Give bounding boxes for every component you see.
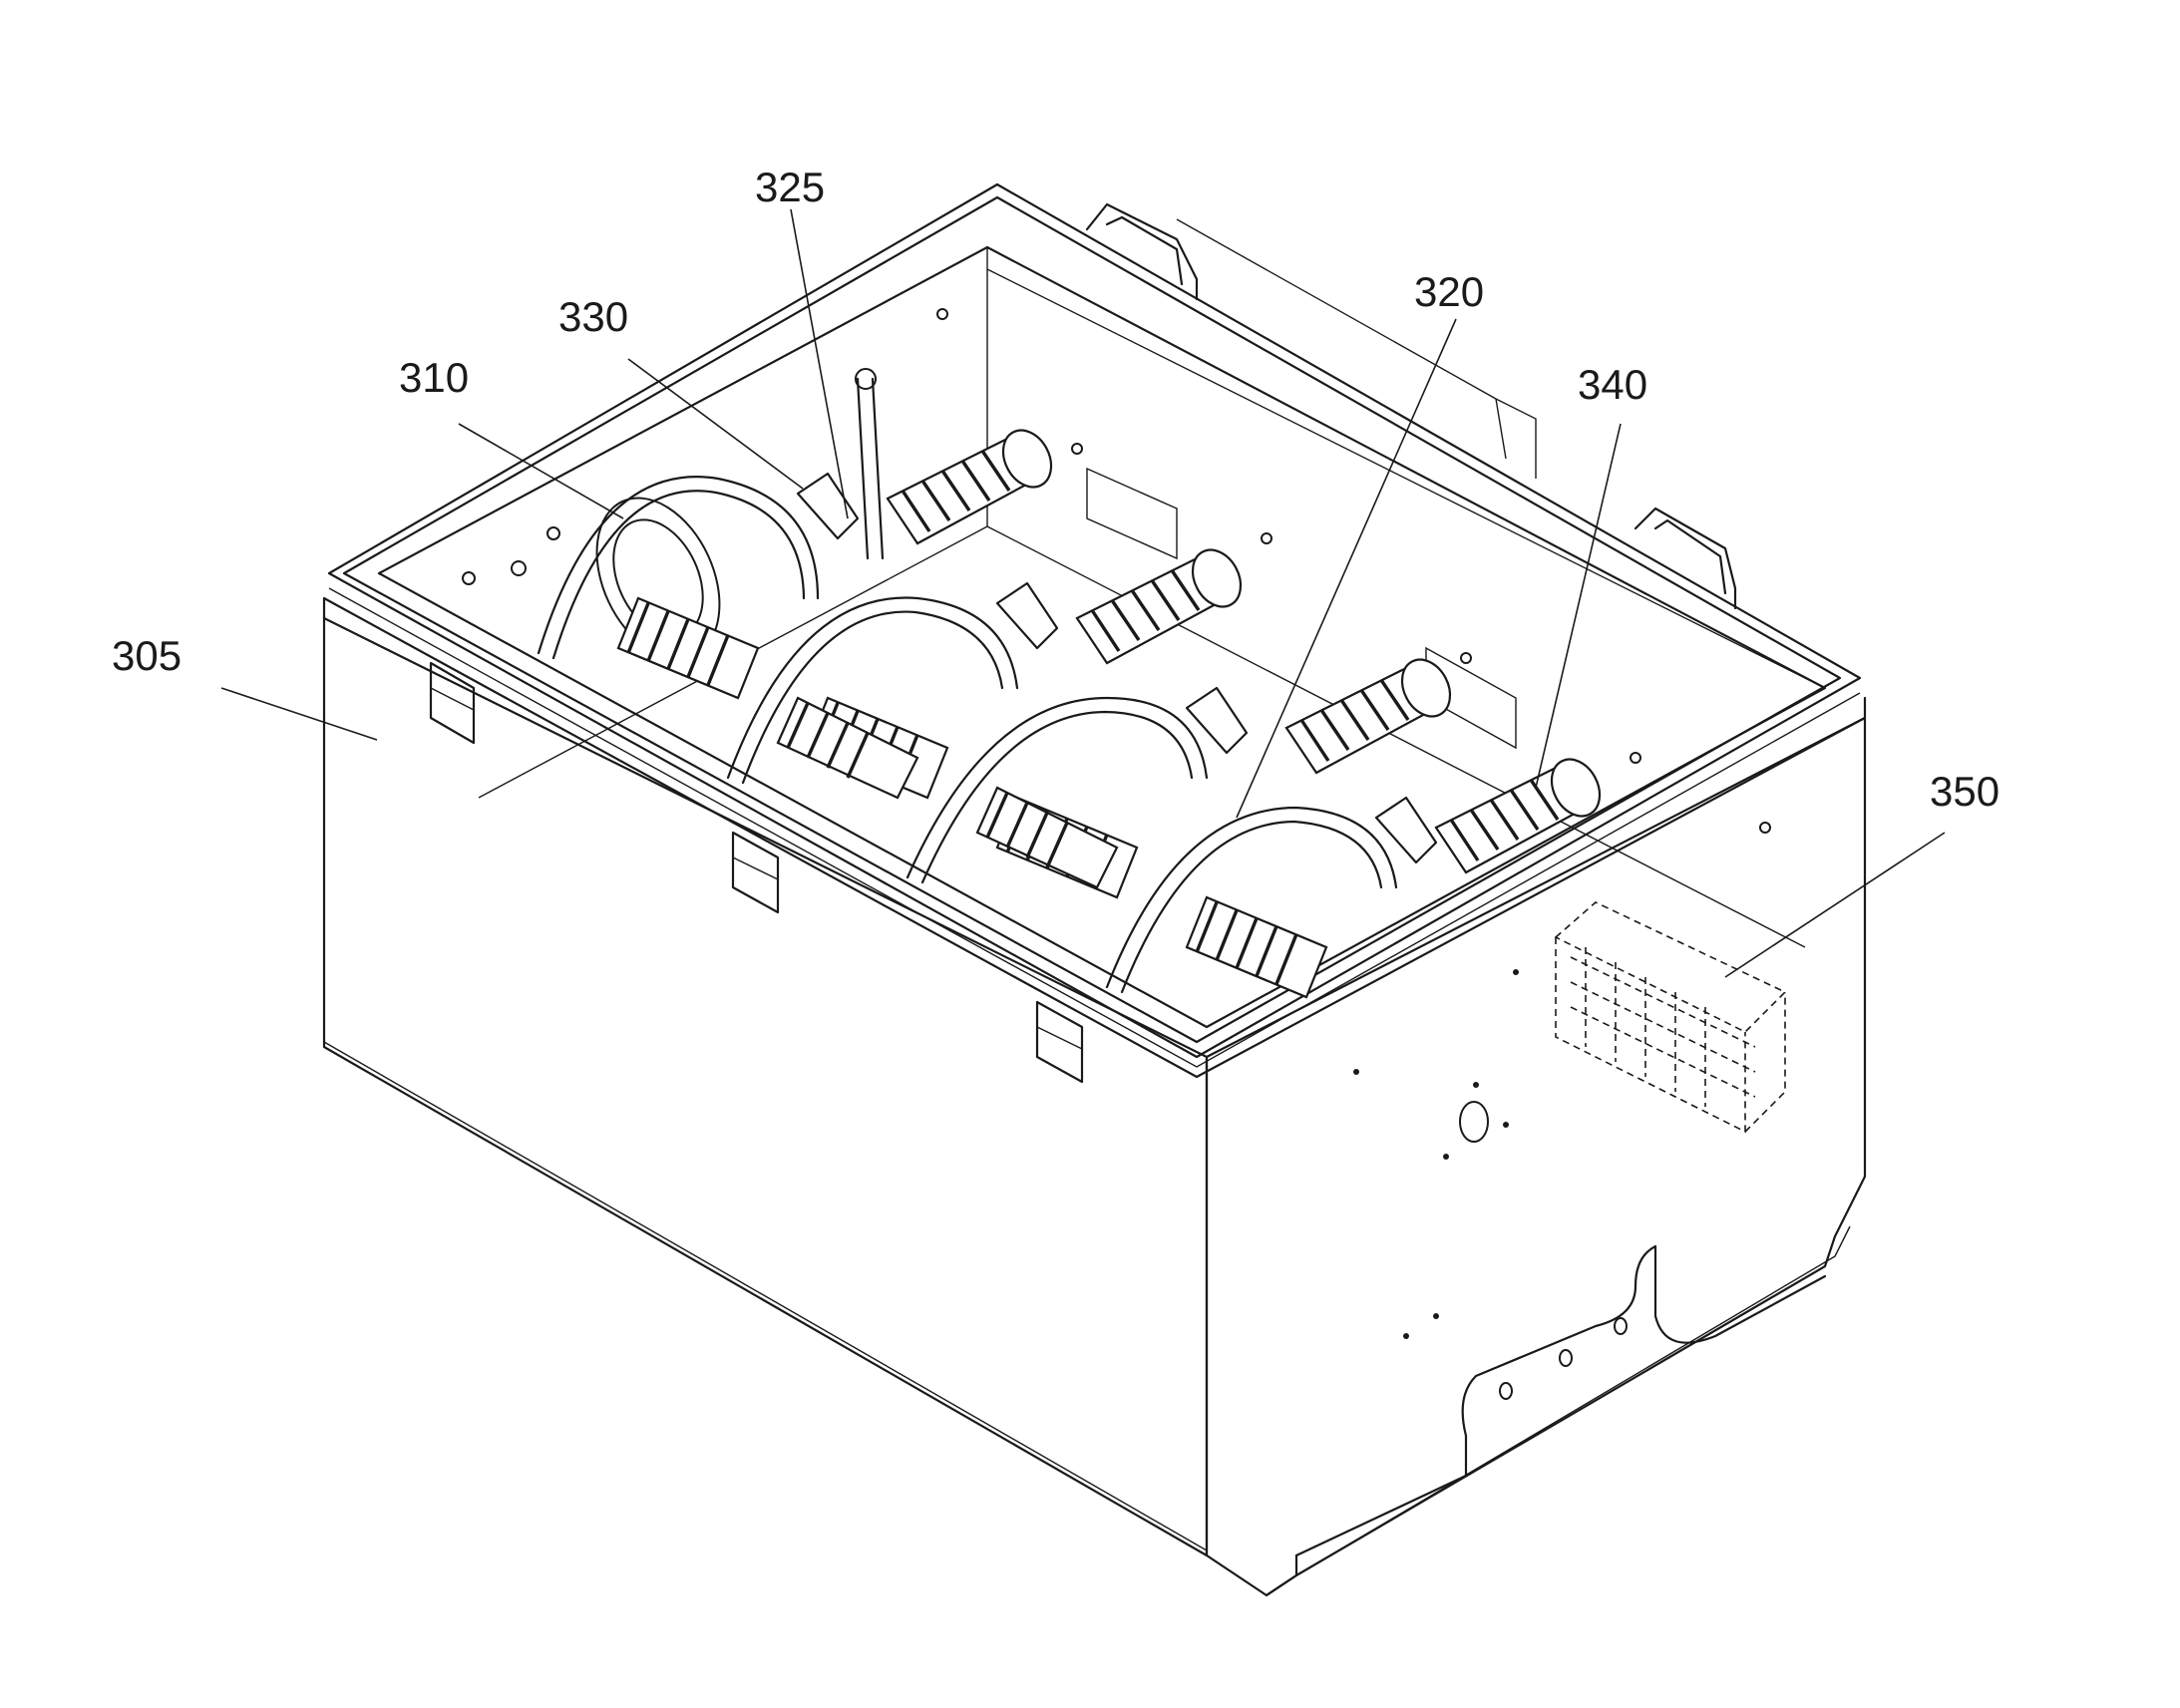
insulator-bushings <box>616 429 1602 999</box>
label-310: 310 <box>399 354 469 401</box>
right-wall-details <box>1353 969 1628 1400</box>
bushing-3 <box>1284 658 1452 775</box>
reference-labels: 305 310 320 325 330 340 350 <box>112 164 1999 815</box>
label-330: 330 <box>558 293 628 340</box>
label-305: 305 <box>112 632 182 679</box>
label-320: 320 <box>1414 268 1484 315</box>
bushing-10 <box>975 786 1119 889</box>
label-350: 350 <box>1930 768 1999 815</box>
label-340: 340 <box>1578 361 1647 408</box>
hidden-component-350 <box>1554 901 1787 1134</box>
label-325: 325 <box>755 164 825 210</box>
bushing-8 <box>1185 895 1328 999</box>
latches <box>429 661 1084 1084</box>
bushing-2 <box>1075 548 1243 665</box>
bushing-340 <box>1434 758 1602 874</box>
bushing-1 <box>886 429 1053 545</box>
enclosure-body <box>322 616 1867 1597</box>
lid-handles <box>1085 202 1737 610</box>
arc-guards <box>537 476 1398 994</box>
bushing-9 <box>776 696 919 800</box>
bushing-5 <box>616 596 760 700</box>
switch-mechanisms <box>796 368 1438 864</box>
leader-lines <box>220 208 1946 978</box>
